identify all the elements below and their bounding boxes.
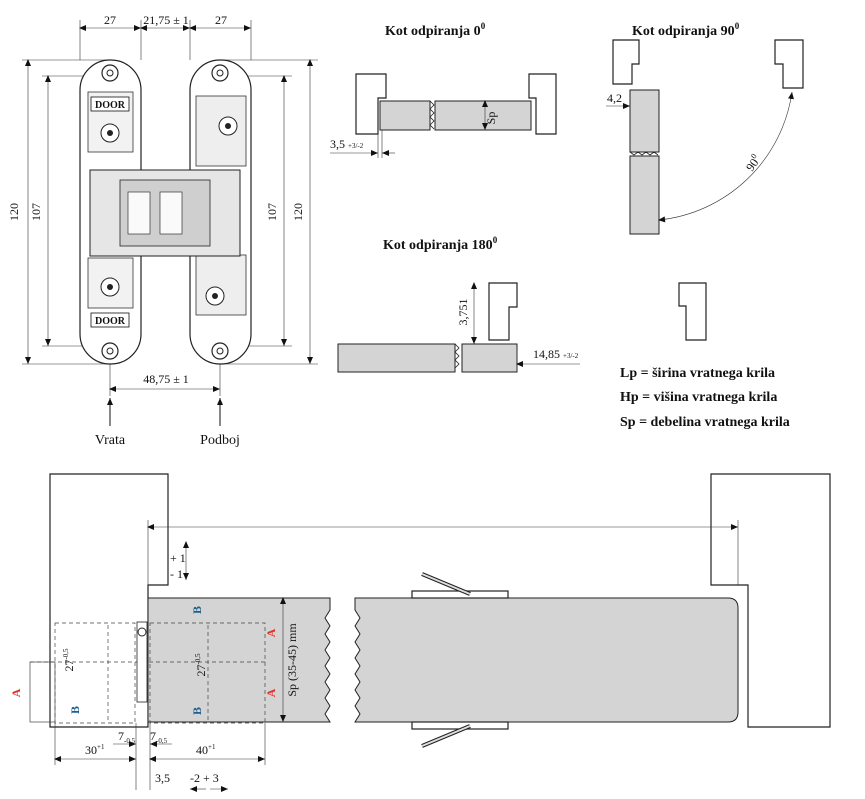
label-frame: Podboj bbox=[200, 433, 240, 448]
view180-dim-vertical: 3,751 bbox=[456, 299, 470, 326]
view0-sp: Sp bbox=[484, 112, 498, 125]
view-angle-0: Kot odpiranja 00 Sp 3,5+3/-2 bbox=[330, 21, 557, 158]
dim-height-inner-right: 107 bbox=[265, 203, 279, 221]
door-leaf-right bbox=[354, 597, 739, 723]
label-a: A bbox=[9, 688, 23, 697]
dim-7-left: 7-0,5 bbox=[118, 729, 136, 745]
dim-35: 3,5 bbox=[155, 771, 170, 785]
view0-dim: 3,5+3/-2 bbox=[330, 137, 364, 151]
dim-adjust: -2 + 3 bbox=[190, 771, 219, 785]
label-b: B bbox=[68, 706, 82, 714]
door-logo-top: DOOR bbox=[95, 100, 126, 111]
frame-right bbox=[710, 473, 831, 728]
legend-item: Lp = širina vratnega krila bbox=[620, 366, 775, 381]
view-angle-180: Kot odpiranja 1800 3,751 14,85+3/-2 bbox=[337, 235, 580, 373]
view0-title: Kot odpiranja 00 bbox=[385, 21, 486, 39]
dim-27-right: 27-0,5 bbox=[194, 653, 208, 677]
label-b: B bbox=[190, 707, 204, 715]
adjust-minus: - 1 bbox=[170, 567, 183, 581]
label-door: Vrata bbox=[95, 433, 126, 448]
label-a: A bbox=[264, 628, 278, 637]
dim-27-left: 27-0,5 bbox=[62, 648, 76, 672]
dim-40: 40+1 bbox=[196, 743, 216, 757]
view90-title: Kot odpiranja 900 bbox=[632, 21, 740, 39]
door-leaf-left bbox=[147, 597, 331, 723]
dim-bottom: 48,75 ± 1 bbox=[143, 372, 189, 386]
dim-height-outer-left: 120 bbox=[7, 203, 21, 221]
view90-angle: 900 bbox=[742, 152, 763, 174]
view90-dim: 4,2 bbox=[607, 91, 622, 105]
dim-30: 30+1 bbox=[85, 743, 105, 757]
sp-range: Sp (35-45) mm bbox=[285, 623, 299, 697]
dim-top-left: 27 bbox=[104, 13, 116, 27]
adjust-plus: + 1 bbox=[170, 551, 186, 565]
section-view: + 1 - 1 Sp (35-45) mm A A A B B B 27-0,5 bbox=[9, 473, 831, 792]
dim-top-center: 21,75 ± 1 bbox=[143, 13, 189, 27]
dim-height-outer-right: 120 bbox=[291, 203, 305, 221]
legend-item: Sp = debelina vratnega krila bbox=[620, 415, 790, 430]
dim-height-inner-left: 107 bbox=[29, 203, 43, 221]
view180-title: Kot odpiranja 1800 bbox=[383, 235, 498, 253]
frame-profile-icon bbox=[678, 282, 707, 341]
dim-7-right: 7-0,5 bbox=[150, 729, 168, 745]
hinge-front-view: 27 21,75 ± 1 27 120 107 107 120 DOOR DOO… bbox=[7, 13, 318, 448]
label-b: B bbox=[190, 606, 204, 614]
dim-top-right: 27 bbox=[215, 13, 227, 27]
door-logo-bottom: DOOR bbox=[95, 316, 126, 327]
legend-item: Hp = višina vratnega krila bbox=[620, 390, 777, 405]
label-a: A bbox=[264, 688, 278, 697]
legend: Lp = širina vratnega krila Hp = višina v… bbox=[620, 366, 790, 430]
view180-dim: 14,85+3/-2 bbox=[533, 347, 579, 361]
view-angle-90: Kot odpiranja 900 4,2 900 bbox=[606, 21, 804, 235]
